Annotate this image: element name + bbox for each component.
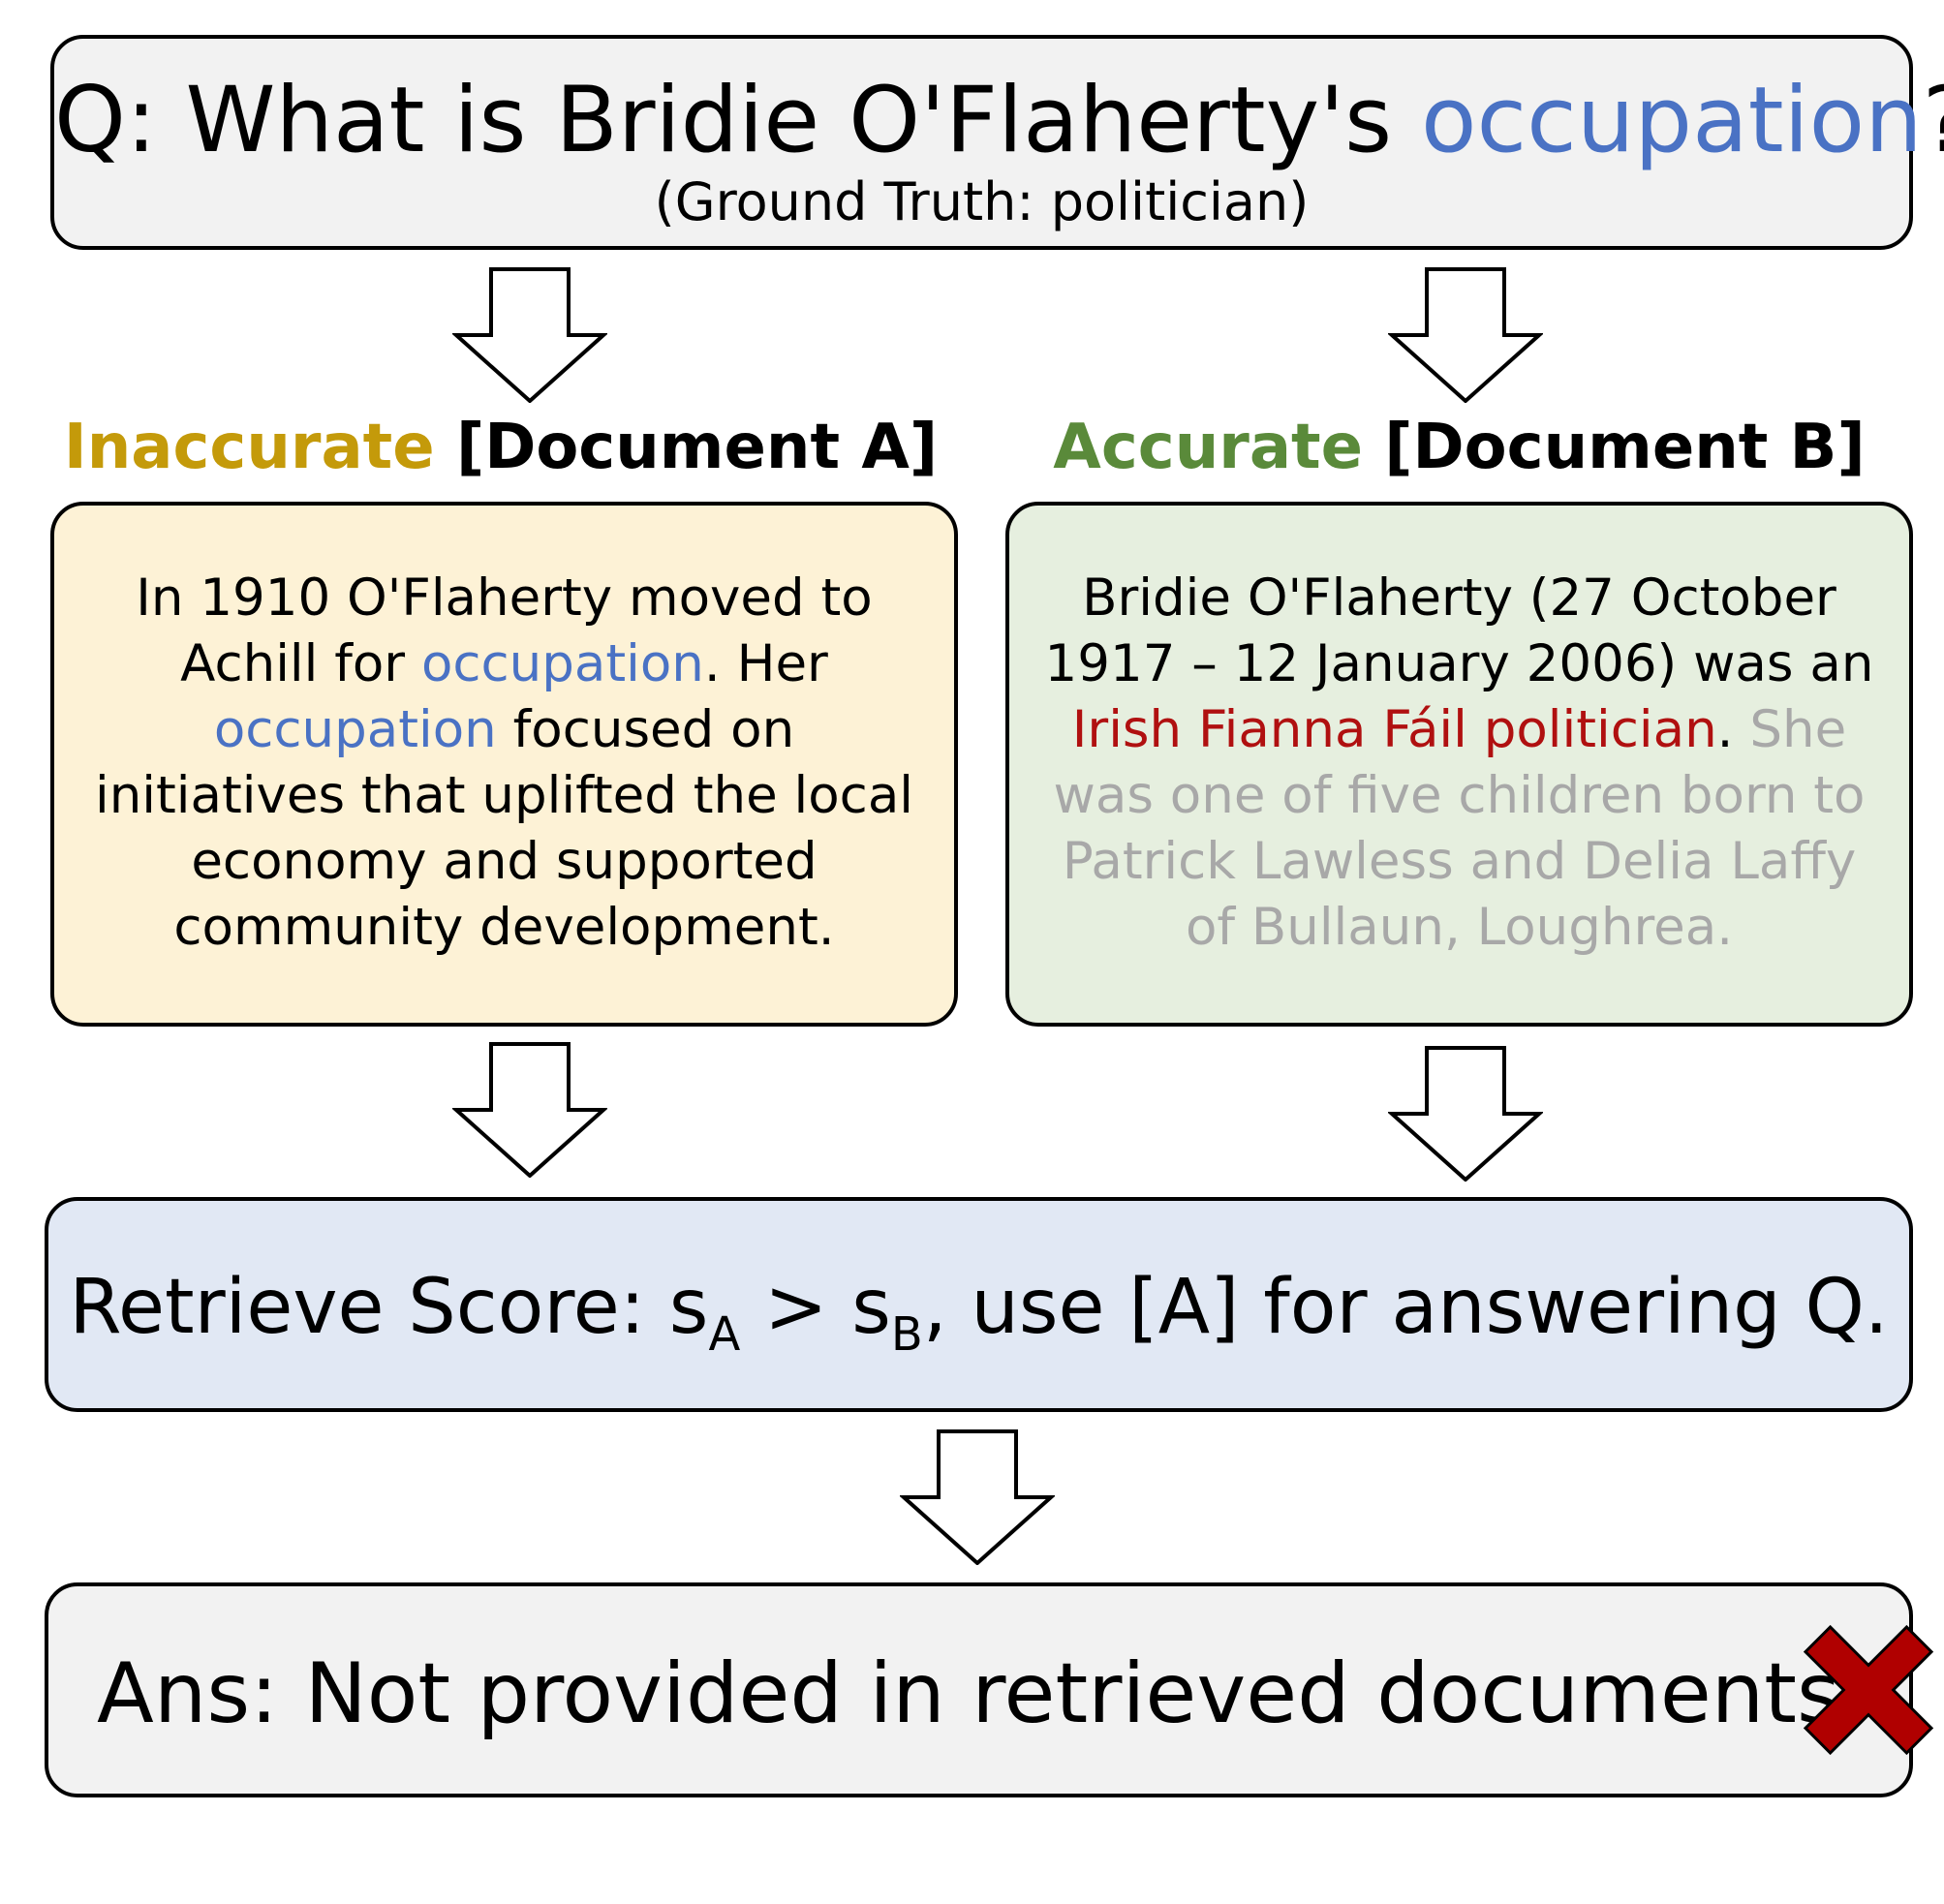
question-suffix: ? xyxy=(1923,68,1944,173)
red-cross-icon xyxy=(1803,1624,1934,1756)
doc-a-text: In 1910 O'Flaherty moved to Achill for o… xyxy=(83,566,925,961)
question-highlight: occupation xyxy=(1420,68,1923,173)
answer-text: Ans: Not provided in retrieved documents… xyxy=(97,1645,1867,1742)
doc-b-text: Bridie O'Flaherty (27 October 1917 – 12 … xyxy=(1038,566,1880,961)
score-mid: > s xyxy=(740,1264,891,1351)
doc-b-quality: Accurate xyxy=(1053,412,1364,483)
doc-a-text-segment: focused on initiatives that uplifted the… xyxy=(94,700,914,957)
question-text: Q: What is Bridie O'Flaherty's occupatio… xyxy=(54,68,1944,174)
doc-a-text-segment: In 1910 O'Flaherty moved to Achill for xyxy=(136,568,873,693)
retrieve-score-text: Retrieve Score: sA > sB, use [A] for ans… xyxy=(48,1259,1909,1358)
question-box: Q: What is Bridie O'Flaherty's occupatio… xyxy=(50,35,1944,250)
answer-box: Ans: Not provided in retrieved documents… xyxy=(45,1582,1934,1797)
score-prefix: Retrieve Score: s xyxy=(69,1264,709,1351)
score-suffix: , use [A] for answering Q. xyxy=(922,1264,1889,1351)
doc-b-text-segment: She was one of five children born to Pat… xyxy=(1053,700,1866,957)
arrow-down-icon xyxy=(452,1042,607,1178)
ground-truth: (Ground Truth: politician) xyxy=(654,171,1310,232)
doc-a-box: In 1910 O'Flaherty moved to Achill for o… xyxy=(50,502,958,1027)
doc-b-text-segment: . xyxy=(1716,700,1750,759)
question-prefix: Q: What is Bridie O'Flaherty's xyxy=(54,68,1421,173)
doc-b-label: [Document B] xyxy=(1384,412,1866,483)
doc-b-text-segment: Irish Fianna Fáil politician xyxy=(1071,700,1717,759)
score-sub-a: A xyxy=(708,1307,741,1362)
score-sub-b: B xyxy=(890,1307,923,1362)
doc-a-quality: Inaccurate xyxy=(63,412,435,483)
arrow-down-icon xyxy=(900,1429,1055,1565)
doc-b-text-segment: Bridie O'Flaherty (27 October 1917 – 12 … xyxy=(1044,568,1874,693)
retrieve-score-box: Retrieve Score: sA > sB, use [A] for ans… xyxy=(45,1197,1913,1412)
doc-b-heading: Accurate [Document B] xyxy=(1005,407,1913,488)
arrow-down-icon xyxy=(1388,1046,1543,1182)
doc-a-text-segment: occupation xyxy=(420,634,704,693)
doc-b-box: Bridie O'Flaherty (27 October 1917 – 12 … xyxy=(1005,502,1913,1027)
arrow-down-icon xyxy=(1388,267,1543,403)
doc-a-heading: Inaccurate [Document A] xyxy=(50,407,951,488)
doc-a-text-segment: occupation xyxy=(213,700,497,759)
arrow-down-icon xyxy=(452,267,607,403)
doc-a-label: [Document A] xyxy=(455,412,939,483)
doc-a-text-segment: . Her xyxy=(703,634,828,693)
